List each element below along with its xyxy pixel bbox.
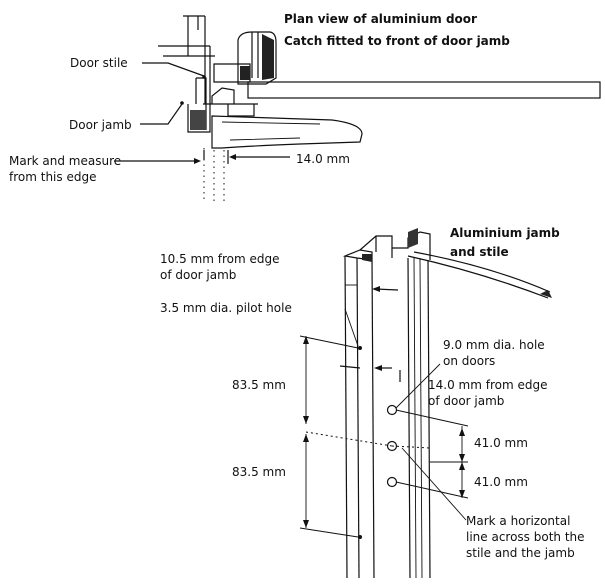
label-9mm-hole-doors: on doors	[443, 354, 495, 368]
jamb-stile-drawing	[299, 228, 552, 579]
dim-catch-offset: 14.0 mm	[296, 152, 350, 166]
plan-view-drawing	[114, 15, 601, 202]
label-pilot-hole: 3.5 mm dia. pilot hole	[160, 301, 292, 315]
label-9mm-hole: 9.0 mm dia. hole	[443, 338, 545, 352]
dim-upper-83-5: 83.5 mm	[232, 378, 286, 392]
label-edge-10-5-jamb: of door jamb	[160, 268, 236, 282]
label-door-jamb: Door jamb	[69, 118, 132, 132]
label-horizontal-line-across: line across both the	[466, 530, 585, 544]
jamb-stile-subtitle: and stile	[450, 245, 509, 259]
dim-lower-83-5: 83.5 mm	[232, 465, 286, 479]
label-mark-measure: Mark and measure	[9, 154, 121, 168]
plan-view-subtitle: Catch fitted to front of door jamb	[284, 34, 510, 48]
jamb-stile-title: Aluminium jamb	[450, 226, 560, 240]
label-door-stile: Door stile	[70, 56, 128, 70]
label-edge-14-jamb: of door jamb	[428, 394, 504, 408]
label-mark-measure-edge: from this edge	[9, 170, 96, 184]
label-edge-10-5: 10.5 mm from edge	[160, 252, 279, 266]
label-horizontal-line: Mark a horizontal	[466, 514, 570, 528]
dim-gap-41-lower: 41.0 mm	[474, 475, 528, 489]
label-edge-14: 14.0 mm from edge	[428, 378, 547, 392]
label-horizontal-line-stile: stile and the jamb	[466, 546, 575, 560]
plan-view-title: Plan view of aluminium door	[284, 12, 477, 26]
dim-gap-41-upper: 41.0 mm	[474, 436, 528, 450]
